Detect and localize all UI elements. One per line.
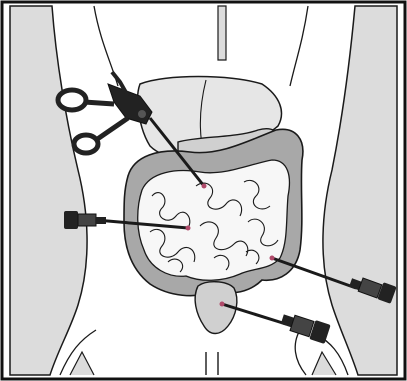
trocar-right-upper-insertion-point xyxy=(270,256,275,261)
trocar-left-cap xyxy=(64,211,78,229)
trocar-left-insertion-point xyxy=(186,226,191,231)
grasper-finger-ring-upper xyxy=(58,90,86,110)
trocar-left-collar xyxy=(96,217,106,224)
small-intestine xyxy=(138,160,290,280)
trocar-left-valve xyxy=(78,214,96,226)
sternum xyxy=(218,6,226,60)
grasper-insertion-point xyxy=(202,184,207,189)
grasper-pivot xyxy=(138,110,146,118)
grasper-finger-ring-lower xyxy=(74,135,98,153)
trocar-right-lower-insertion-point xyxy=(220,302,225,307)
